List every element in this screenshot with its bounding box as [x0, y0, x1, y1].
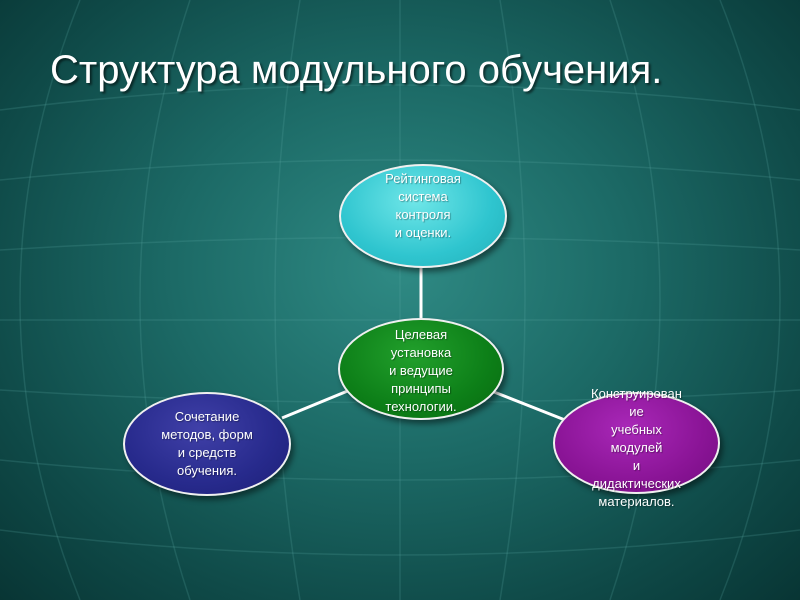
node-methods-combination: Сочетание методов, форм и средств обучен…: [123, 392, 291, 496]
node-module-construction-label: Конструирован ие учебных модулей и дидак…: [591, 386, 682, 509]
node-methods-combination-label: Сочетание методов, форм и средств обучен…: [161, 409, 253, 478]
node-rating-system-label: Рейтинговая система контроля и оценки.: [385, 171, 461, 240]
connector-center-right: [493, 390, 566, 422]
node-module-construction: Конструирован ие учебных модулей и дидак…: [553, 386, 720, 509]
node-rating-system: Рейтинговая система контроля и оценки.: [339, 164, 507, 268]
node-target-setting: Целевая установка и ведущие принципы тех…: [338, 318, 504, 420]
connector-center-left: [281, 388, 351, 420]
node-target-setting-label: Целевая установка и ведущие принципы тех…: [385, 327, 457, 414]
slide-title: Структура модульного обучения.: [50, 48, 663, 92]
